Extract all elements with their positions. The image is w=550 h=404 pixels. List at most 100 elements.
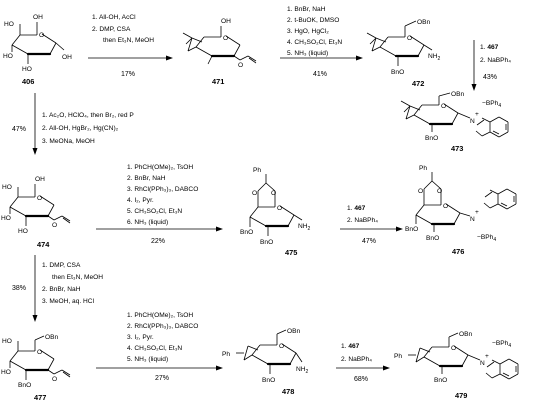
condition: 4. CH₃SO₂Cl, Et₃N (127, 345, 182, 352)
condition: 2. NaBPh₄ (347, 217, 378, 224)
bno-label: BnO (405, 226, 418, 233)
obn-label: OBn (459, 331, 473, 338)
structure-477: BnO HO HO OBn O O 477 (1, 334, 71, 402)
condition: 5. NH₃ (liquid) (287, 50, 328, 57)
condition: 1. PhCH(OMe)₂, TsOH (127, 164, 193, 171)
condition: 6. NH₃ (liquid) (127, 219, 168, 226)
bno-label: BnO (262, 377, 275, 384)
condition: 3. RhCl(PPh₃)₃, DABCO (127, 186, 198, 193)
bph4-label: −BPh4 (482, 100, 501, 109)
bno-label: BnO (434, 377, 447, 384)
yield: 68% (354, 376, 368, 383)
condition: 1. BnBr, NaH (287, 6, 326, 13)
ho-label: HO (3, 53, 13, 60)
structure-474: HO HO HO OH O O 474 (1, 176, 71, 249)
ring-o: O (279, 343, 284, 350)
condition: 5. CH₃SO₂Cl, Et₃N (127, 208, 182, 215)
yield: 41% (313, 71, 327, 78)
condition: 2. BnBr, NaH (42, 286, 81, 293)
condition: 2. t-BuOK, DMSO (287, 17, 339, 24)
reaction-arrow-6: 1. 467 2. NaBPh₄ 47% (340, 205, 403, 245)
compound-number: 473 (451, 144, 463, 153)
condition: 2. NaBPh₄ (480, 57, 511, 64)
yield: 47% (12, 126, 26, 133)
condition: then Et₃N, MeOH (52, 274, 103, 281)
condition: 3. I₂, Pyr. (127, 334, 154, 341)
bph4-label: −BPh4 (477, 234, 496, 243)
condition: 3. MeONa, MeOH (42, 138, 95, 145)
bno-label: BnO (240, 229, 253, 236)
plus-charge: + (485, 353, 489, 360)
o-label: O (418, 188, 423, 195)
condition: 2. RhCl(PPh₃)₃, DABCO (127, 323, 198, 330)
ph-label: Ph (253, 167, 261, 174)
structure-406: OH HO HO HO OH O 406 (3, 14, 72, 86)
condition: 1. DMP, CSA (42, 262, 81, 269)
nh2-label: NH2 (298, 223, 311, 232)
ring-o: O (407, 35, 412, 42)
compound-number: 478 (282, 387, 294, 396)
reaction-arrow-7: 1. DMP, CSA then Et₃N, MeOH 2. BnBr, NaH… (12, 255, 103, 322)
o-label: O (252, 190, 257, 197)
condition: 4. CH₃SO₂Cl, Et₃N (287, 39, 342, 46)
condition: 2. NaBPh₄ (341, 356, 372, 363)
ho-label: HO (2, 338, 12, 345)
n-label: N (480, 360, 485, 367)
yield: 47% (362, 238, 376, 245)
condition: 3. MeOH, aq. HCl (42, 298, 95, 305)
nh2-label: NH2 (296, 366, 309, 375)
n-label: N (470, 118, 475, 125)
compound-number: 406 (22, 77, 34, 86)
structure-478: NH2 BnO OBn Ph O 478 (222, 328, 309, 396)
compound-number: 479 (455, 391, 467, 400)
ring-o: O (451, 345, 456, 352)
plus-charge: + (475, 209, 479, 216)
ho-label: HO (1, 369, 11, 376)
yield: 22% (151, 238, 165, 245)
oh-label: OH (221, 18, 231, 25)
condition: 1. 467 (341, 343, 360, 350)
ph-label: Ph (222, 351, 230, 358)
o-label: O (271, 190, 276, 197)
structure-479: N + −BPh4 BnO OBn Ph O 479 (394, 331, 519, 400)
ph-label: Ph (394, 353, 402, 360)
condition: 2. DMP, CSA (92, 26, 131, 33)
compound-number: 474 (37, 240, 50, 249)
yield: 27% (155, 375, 169, 382)
obn-label: OBn (287, 328, 301, 335)
reaction-arrow-9: 1. 467 2. NaBPh₄ 68% (336, 343, 390, 383)
compound-number: 475 (285, 248, 297, 257)
yield: 38% (12, 285, 26, 292)
structure-472: NH2 BnO OBn O 472 (366, 19, 441, 88)
bno-label: BnO (260, 239, 273, 246)
ph-label: Ph (419, 165, 427, 172)
ring-o: O (441, 103, 446, 110)
obn-label: OBn (45, 334, 59, 341)
structure-476: N + −BPh4 BnO BnO Ph O O O 476 (405, 165, 517, 256)
compound-number: 471 (212, 77, 224, 86)
condition: 1. Ac₂O, HClO₄, then Br₂, red P (42, 112, 134, 119)
ring-o: O (277, 205, 282, 212)
reaction-arrow-3: 1. 467 2. NaBPh₄ 43% (471, 40, 511, 91)
ho-label: HO (18, 228, 28, 235)
oh-label: OH (33, 14, 43, 21)
obn-label: OBn (451, 91, 465, 98)
ho-label: HO (1, 215, 11, 222)
condition: 5. NH₃ (liquid) (127, 356, 168, 363)
reaction-arrow-1: 1. All-OH, AcCl 2. DMP, CSA then Et₃N, M… (88, 14, 173, 78)
condition: 3. HgO, HgCl₂ (287, 28, 329, 35)
ho-label: HO (22, 66, 32, 73)
compound-number: 472 (412, 79, 424, 88)
yield: 43% (483, 74, 497, 81)
nh2-label: NH2 (428, 53, 441, 62)
o-label: O (437, 188, 442, 195)
ring-o: O (223, 35, 228, 42)
ho-label: HO (4, 21, 14, 28)
n-label: N (470, 216, 475, 223)
oh-label: OH (62, 54, 72, 61)
compound-number: 476 (452, 247, 464, 256)
reaction-arrow-5: 1. PhCH(OMe)₂, TsOH 2. BnBr, NaH 3. RhCl… (96, 164, 223, 245)
ring-o: O (37, 195, 42, 202)
ring-o: O (37, 349, 42, 356)
glycosidic-o: O (238, 62, 243, 69)
